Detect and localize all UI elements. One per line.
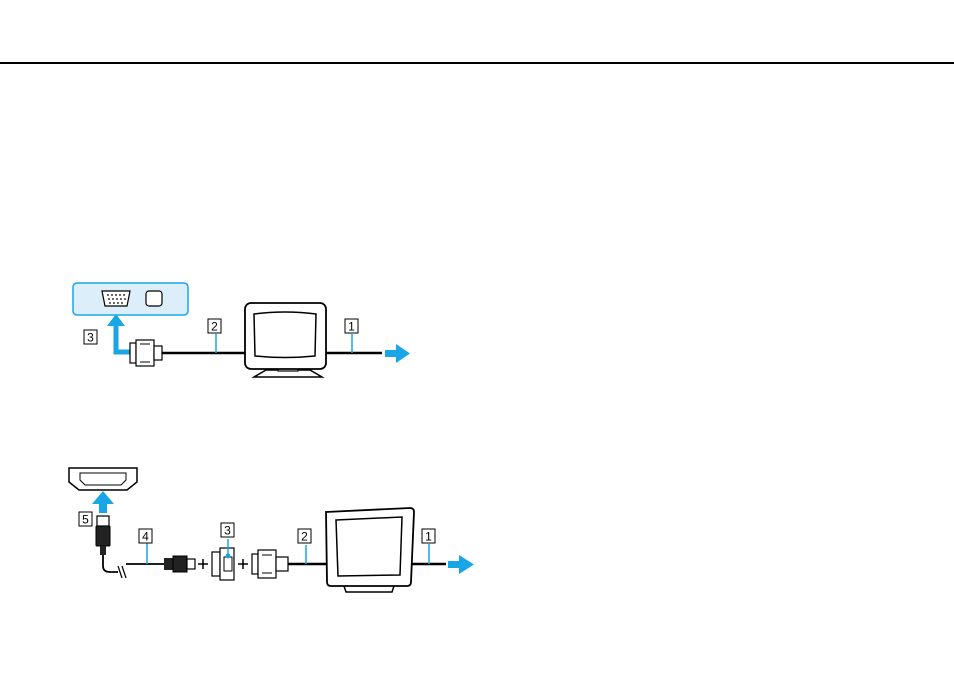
callout-label: 2 — [211, 320, 218, 334]
round-port-icon — [146, 291, 162, 306]
hdmi-plug-icon — [96, 516, 110, 555]
callout-label: 3 — [224, 524, 231, 538]
callout-1: 1 — [422, 529, 435, 544]
callout-label: 3 — [87, 331, 94, 345]
port-panel — [73, 283, 188, 315]
callout-5: 5 — [79, 512, 92, 527]
vga-port-icon — [102, 291, 130, 306]
figure-vga-monitor: 3 2 1 — [73, 283, 410, 377]
callout-2: 2 — [298, 529, 311, 544]
dvi-plug-icon — [252, 550, 288, 578]
figure-hdmi-display: 5 4 — [69, 468, 474, 592]
callout-label: 2 — [301, 530, 308, 544]
hdmi-cable — [103, 555, 118, 572]
vga-plug-icon — [130, 340, 162, 366]
callout-3: 3 — [84, 330, 97, 345]
flat-panel-display-icon — [326, 508, 414, 592]
callout-4: 4 — [139, 529, 152, 544]
callout-1: 1 — [345, 319, 358, 334]
insert-arrow-icon — [92, 491, 114, 513]
plus-icon — [238, 559, 248, 569]
insert-arrow-icon — [107, 314, 132, 352]
callout-3: 3 — [221, 523, 234, 538]
callout-label: 5 — [82, 513, 89, 527]
crt-monitor-icon — [245, 303, 326, 377]
callout-label: 1 — [425, 530, 432, 544]
hdmi-plug-icon — [164, 556, 195, 572]
callout-2: 2 — [208, 319, 221, 334]
hdmi-dvi-adapter-icon — [212, 548, 234, 580]
callout-label: 1 — [348, 320, 355, 334]
callout-label: 4 — [142, 530, 149, 544]
outlet-arrow-icon — [385, 344, 410, 363]
outlet-arrow-icon — [448, 555, 474, 574]
plus-icon — [198, 559, 208, 569]
